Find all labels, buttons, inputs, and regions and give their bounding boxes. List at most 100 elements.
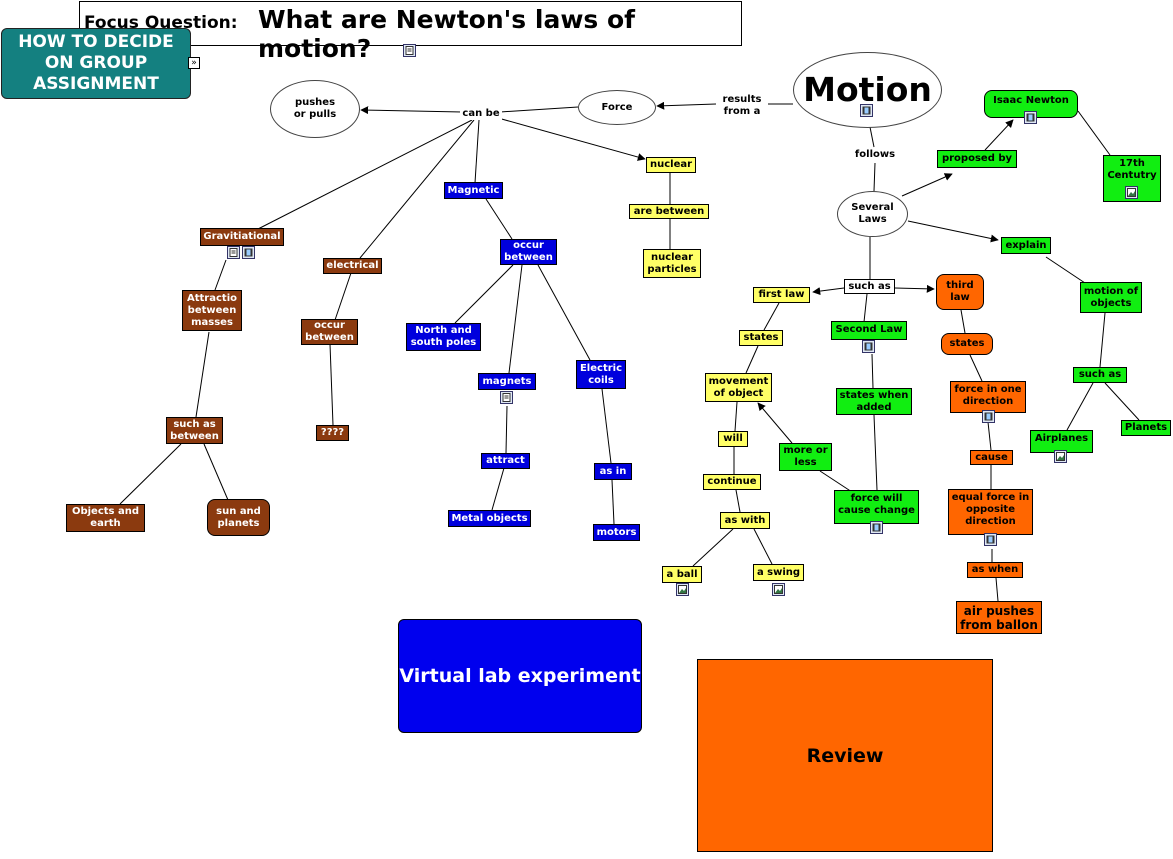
concept-nuclear[interactable]: nuclear <box>646 157 696 173</box>
concept-states-third[interactable]: states <box>941 333 993 355</box>
link-can-be[interactable]: can be <box>460 108 502 120</box>
concept-continue[interactable]: continue <box>703 474 761 490</box>
concept-air-pushes-from-ballon[interactable]: air pushes from ballon <box>956 601 1042 634</box>
concept-cause[interactable]: cause <box>970 450 1013 465</box>
newton-resources <box>1023 110 1038 124</box>
concept-electrical[interactable]: electrical <box>323 258 382 274</box>
concept-more-or-less[interactable]: more or less <box>779 443 832 471</box>
link-results-from[interactable]: results from a <box>716 94 768 118</box>
concept-electrical-label: electrical <box>326 260 379 271</box>
concept-will[interactable]: will <box>718 431 748 447</box>
concept-force-will-cause-label: force will cause change <box>838 493 915 516</box>
concept-magnets-label: magnets <box>482 375 532 387</box>
concept-motion-of-objects[interactable]: motion of objects <box>1080 282 1142 313</box>
concept-isaac-newton-label: Isaac Newton <box>993 95 1069 106</box>
concept-attract-label: attract <box>486 455 525 466</box>
concept-proposed-by[interactable]: proposed by <box>937 150 1017 168</box>
concept-continue-label: continue <box>707 476 757 487</box>
film-icon[interactable] <box>984 533 997 546</box>
force-change-resources <box>869 520 884 534</box>
image-icon[interactable] <box>1054 450 1067 463</box>
concept-occur-between-magnetic[interactable]: occur between <box>500 239 557 265</box>
link-such-as[interactable]: such as <box>844 279 895 294</box>
image-icon[interactable] <box>1125 186 1138 199</box>
link-follows[interactable]: follows <box>852 149 898 161</box>
review-button[interactable]: Review <box>697 659 993 852</box>
concept-metal-objects-label: Metal objects <box>451 512 528 524</box>
film-icon[interactable] <box>242 246 255 259</box>
concept-a-ball[interactable]: a ball <box>662 566 702 583</box>
concept-force-label: Force <box>601 101 633 113</box>
concept-as-with[interactable]: as with <box>720 512 770 529</box>
concept-proposed-by-label: proposed by <box>941 153 1013 164</box>
concept-attraction-between-masses[interactable]: Attractio between masses <box>182 290 242 331</box>
concept-as-with-label: as with <box>724 514 766 526</box>
link-such-as-label: such as <box>848 280 891 292</box>
concept-are-between[interactable]: are between <box>629 204 709 219</box>
concept-objects-earth-label: Objects and earth <box>71 506 140 529</box>
equal-force-resources <box>983 532 998 546</box>
concept-states-3-label: states <box>949 338 985 349</box>
document-icon[interactable] <box>227 246 240 259</box>
concept-such-as-g-label: such as <box>1078 369 1122 380</box>
concept-as-when[interactable]: as when <box>967 562 1023 578</box>
concept-gravitational[interactable]: Gravitiational <box>200 228 284 246</box>
concept-planets[interactable]: Planets <box>1121 420 1171 436</box>
concept-objects-and-earth[interactable]: Objects and earth <box>66 504 145 532</box>
concept-force[interactable]: Force <box>578 90 656 125</box>
film-icon[interactable] <box>860 104 873 117</box>
concept-metal-objects[interactable]: Metal objects <box>448 510 531 527</box>
concept-attract[interactable]: attract <box>481 453 530 469</box>
concept-equal-force-opposite[interactable]: equal force in opposite direction <box>948 489 1033 535</box>
concept-nuclear-particles-label: nuclear particles <box>647 251 697 275</box>
concept-a-swing[interactable]: a swing <box>753 564 804 581</box>
concept-more-or-less-label: more or less <box>783 445 828 468</box>
concept-unknown[interactable]: ???? <box>316 425 349 441</box>
ball-resources <box>675 582 690 596</box>
concept-second-law-label: Second Law <box>835 324 903 335</box>
concept-unknown-label: ???? <box>320 427 345 438</box>
concept-movement-label: movement of object <box>708 375 769 399</box>
concept-electric-coils[interactable]: Electric coils <box>576 360 626 389</box>
concept-third-law[interactable]: third law <box>936 274 984 310</box>
concept-states-when-added[interactable]: states when added <box>836 388 912 415</box>
concept-planets-label: Planets <box>1124 422 1168 433</box>
concept-such-as-between[interactable]: such as between <box>166 417 223 444</box>
concept-electric-coils-label: Electric coils <box>579 362 623 386</box>
concept-explain[interactable]: explain <box>1001 237 1051 254</box>
concept-north-south-poles[interactable]: North and south poles <box>406 323 481 351</box>
concept-sun-and-planets[interactable]: sun and planets <box>207 499 270 536</box>
concept-pushes-or-pulls[interactable]: pushes or pulls <box>270 80 360 138</box>
concept-force-will-cause-change[interactable]: force will cause change <box>834 490 919 524</box>
focus-question-text: What are Newton's laws of motion? <box>258 5 636 63</box>
gravitational-resources <box>226 245 256 259</box>
focus-question-box: Focus Question: What are Newton's laws o… <box>79 1 742 63</box>
image-icon[interactable] <box>676 583 689 596</box>
concept-motors[interactable]: motors <box>593 524 640 541</box>
concept-magnets[interactable]: magnets <box>478 373 536 390</box>
film-icon[interactable] <box>870 521 883 534</box>
concept-such-as-green[interactable]: such as <box>1073 367 1127 383</box>
concept-second-law[interactable]: Second Law <box>831 321 907 340</box>
concept-several-laws[interactable]: Several Laws <box>837 191 908 237</box>
concept-will-label: will <box>723 433 743 444</box>
concept-occur-between-electrical[interactable]: occur between <box>301 319 358 345</box>
concept-first-law[interactable]: first law <box>753 287 810 303</box>
document-icon[interactable] <box>500 391 513 404</box>
concept-states-first[interactable]: states <box>739 330 783 346</box>
concept-magnetic[interactable]: Magnetic <box>444 182 503 199</box>
concept-gravitational-label: Gravitiational <box>203 231 281 242</box>
film-icon[interactable] <box>1024 111 1037 124</box>
film-icon[interactable] <box>862 340 875 353</box>
expand-icon[interactable]: » <box>188 57 200 69</box>
concept-nuclear-particles[interactable]: nuclear particles <box>643 249 701 278</box>
how-to-decide-button[interactable]: HOW TO DECIDE ON GROUP ASSIGNMENT <box>1 28 191 99</box>
concept-as-in[interactable]: as in <box>594 463 632 480</box>
concept-motion-objects-label: motion of objects <box>1083 285 1139 309</box>
virtual-lab-button[interactable]: Virtual lab experiment <box>398 619 642 733</box>
film-icon[interactable] <box>982 410 995 423</box>
concept-motors-label: motors <box>596 526 637 538</box>
concept-movement-of-object[interactable]: movement of object <box>705 373 772 402</box>
image-icon[interactable] <box>772 583 785 596</box>
document-icon[interactable] <box>403 44 416 57</box>
